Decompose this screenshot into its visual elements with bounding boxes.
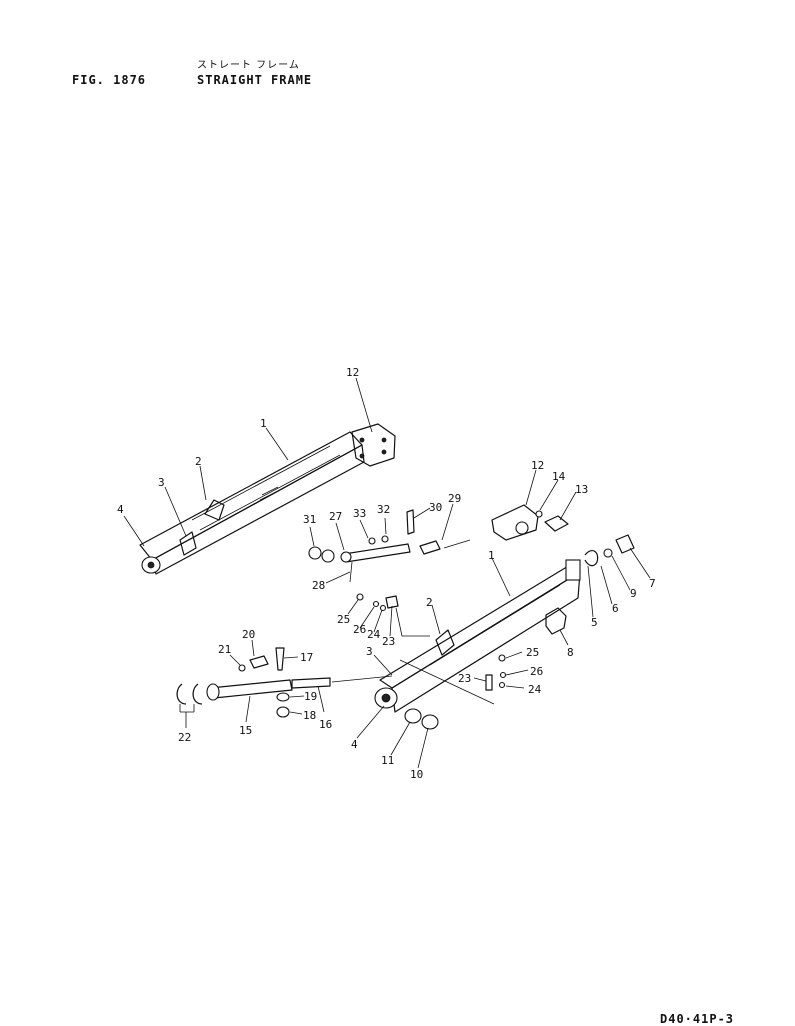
callout-14: 14 (552, 470, 566, 483)
callout-11: 11 (381, 754, 394, 767)
callout-31: 31 (303, 513, 316, 526)
callout-23: 23 (458, 672, 471, 685)
callout-24: 24 (367, 628, 381, 641)
callout-32: 32 (377, 503, 390, 516)
frame-assembly-upper (139, 423, 396, 575)
callout-28: 28 (312, 579, 325, 592)
callout-18: 18 (303, 709, 316, 722)
callout-22: 22 (178, 731, 191, 744)
callout-labels: 12 1 2 3 4 31 27 33 32 30 29 28 25 26 24… (117, 366, 656, 781)
hardware-parts (176, 509, 635, 730)
callout-5: 5 (591, 616, 598, 629)
title-english: STRAIGHT FRAME (197, 73, 313, 87)
callout-12: 12 (346, 366, 359, 379)
callout-26: 26 (353, 623, 366, 636)
leader-lines (123, 377, 651, 769)
callout-1: 1 (260, 417, 267, 430)
callout-3: 3 (366, 645, 373, 658)
callout-24: 24 (528, 683, 542, 696)
callout-2: 2 (426, 596, 433, 609)
callout-9: 9 (630, 587, 637, 600)
callout-6: 6 (612, 602, 619, 615)
callout-2: 2 (195, 455, 202, 468)
drawing-code: D40·41P-3 (660, 1012, 735, 1026)
callout-20: 20 (242, 628, 255, 641)
callout-15: 15 (239, 724, 252, 737)
callout-25: 25 (337, 613, 350, 626)
callout-26: 26 (530, 665, 543, 678)
callout-8: 8 (567, 646, 574, 659)
callout-29: 29 (448, 492, 461, 505)
frame-assembly-lower (374, 504, 581, 713)
callout-1: 1 (488, 549, 495, 562)
callout-7: 7 (649, 577, 656, 590)
callout-30: 30 (429, 501, 442, 514)
callout-27: 27 (329, 510, 342, 523)
callout-17: 17 (300, 651, 313, 664)
callout-33: 33 (353, 507, 366, 520)
callout-4: 4 (117, 503, 124, 516)
callout-10: 10 (410, 768, 423, 781)
callout-12: 12 (531, 459, 544, 472)
figure-number: FIG. 1876 (72, 73, 147, 87)
callout-21: 21 (218, 643, 231, 656)
callout-23: 23 (382, 635, 395, 648)
callout-13: 13 (575, 483, 588, 496)
title-japanese: ストレート フレーム (197, 60, 300, 71)
callout-25: 25 (526, 646, 539, 659)
callout-4: 4 (351, 738, 358, 751)
callout-16: 16 (319, 718, 332, 731)
callout-3: 3 (158, 476, 165, 489)
callout-19: 19 (304, 690, 317, 703)
